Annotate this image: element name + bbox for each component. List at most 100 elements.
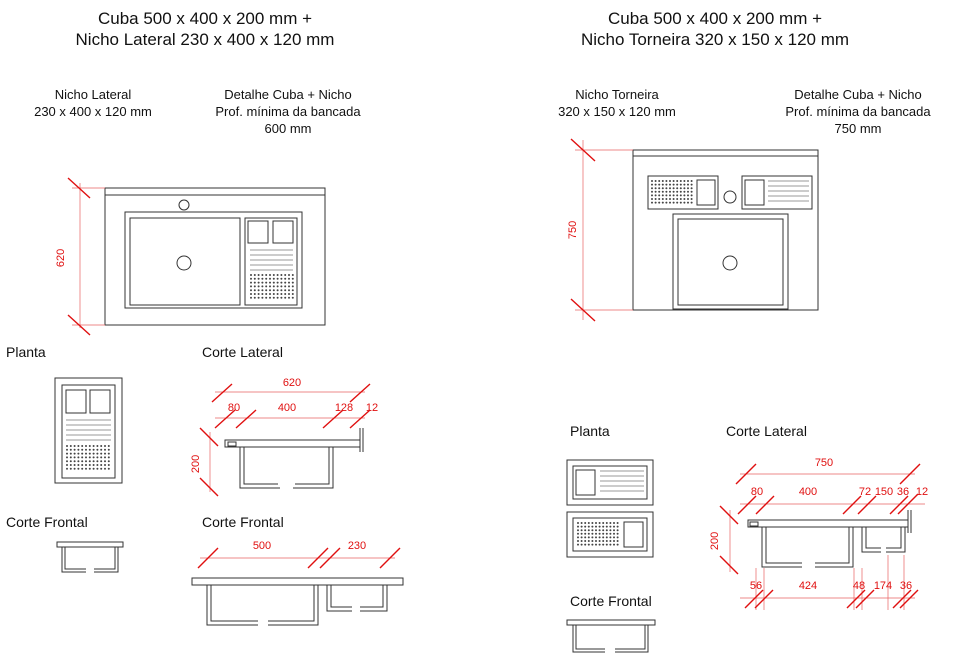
drainer-dot — [73, 456, 76, 459]
drainer-dot — [257, 281, 260, 284]
drainer-dot — [679, 187, 682, 190]
drainer-dot — [92, 460, 95, 463]
drainer-dot — [77, 452, 80, 455]
drainer-dot — [602, 536, 605, 539]
drainer-dot — [269, 296, 271, 299]
dim-12: 12 — [916, 486, 928, 498]
drainer-dot — [276, 296, 279, 299]
drainer-dot — [276, 274, 279, 276]
right-plan-detail: 750 — [567, 138, 819, 322]
drainer-dot — [107, 448, 110, 451]
drainer-dot — [257, 293, 260, 295]
drainer-dot — [602, 540, 605, 542]
drainer-dot — [661, 187, 664, 190]
sink-bowl — [677, 218, 784, 306]
drainer-dot — [291, 281, 294, 284]
drainer-dot — [88, 464, 91, 466]
drainer-dot — [107, 467, 110, 470]
drainer-dot — [77, 448, 80, 451]
drainer-dot — [616, 543, 619, 546]
drainer-dot — [577, 536, 579, 539]
dim-56: 56 — [750, 580, 762, 592]
drainer-dot — [658, 183, 661, 186]
left-frontal-small — [56, 541, 124, 573]
drainer-dot — [257, 274, 260, 276]
drainer-dot — [683, 187, 686, 190]
drainer-dot — [683, 201, 686, 204]
dim-80: 80 — [751, 486, 763, 498]
drainer-dot — [92, 464, 95, 466]
drainer-dot — [605, 543, 608, 546]
drainer-dot — [77, 460, 80, 463]
drainer-dot — [253, 293, 256, 295]
left-detail-depth-label: Prof. mínima da bancada — [215, 104, 361, 119]
drainer-dot — [69, 464, 72, 466]
dim-500: 500 — [253, 540, 271, 552]
drainer-dot — [66, 445, 68, 447]
drainer-dot — [605, 532, 608, 535]
drainer-dot — [104, 464, 106, 466]
drainer-dot — [85, 464, 87, 466]
drainer-dot — [587, 543, 590, 546]
drainer-dot — [577, 540, 579, 542]
drainer-dot — [616, 525, 619, 528]
drainer-dot — [683, 194, 686, 197]
drainer-dot — [577, 529, 579, 532]
drainer-dot — [665, 190, 668, 193]
drainer-dot — [651, 180, 653, 182]
drainer-dot — [88, 452, 91, 455]
drainer-dot — [77, 445, 80, 447]
drainer-dot — [88, 456, 91, 459]
drainer-dot — [669, 183, 671, 186]
drainer-dot — [288, 289, 290, 292]
drainer-dot — [687, 194, 689, 197]
drainer-dot — [669, 180, 671, 182]
drainer-dot — [609, 543, 612, 546]
left-corte-frontal-small-label: Corte Frontal — [6, 514, 88, 530]
drainer-dot — [609, 532, 612, 535]
drainer-dot — [676, 190, 679, 193]
drainer-dot — [261, 281, 264, 284]
drainer-dot — [658, 198, 661, 200]
drainer-dot — [276, 289, 279, 292]
drainer-dot — [654, 190, 657, 193]
drainer-dot — [288, 293, 290, 295]
drainer-dot — [291, 289, 294, 292]
drainer-dot — [92, 456, 95, 459]
niche — [244, 217, 298, 306]
drainer-dot — [257, 296, 260, 299]
drainer-dot — [595, 525, 597, 528]
drainer-dot — [269, 293, 271, 295]
drainer-dot — [85, 445, 87, 447]
right-plan-dim: 750 — [567, 221, 579, 239]
drainer-dot — [253, 285, 256, 288]
drainer-dot — [269, 277, 271, 280]
drainer-dot — [676, 187, 679, 190]
dim-80: 80 — [228, 402, 240, 414]
drainer-dot — [669, 190, 671, 193]
drainer-dot — [250, 285, 252, 288]
faucet-hole-icon — [178, 199, 190, 211]
drainer-dot — [580, 543, 583, 546]
drainer-dot — [265, 277, 268, 280]
drainer-dot — [669, 187, 671, 190]
drainer-dot — [591, 536, 594, 539]
drainer-dot — [658, 190, 661, 193]
drainer-dot — [96, 456, 99, 459]
drainer-dot — [100, 452, 103, 455]
drainer-dot — [280, 293, 283, 295]
left-panel: Cuba 500 x 400 x 200 mm + Nicho Lateral … — [6, 9, 404, 626]
drainer-dot — [580, 532, 583, 535]
drainer-dot — [658, 201, 661, 204]
drainer-dot — [616, 532, 619, 535]
drainer-dot — [100, 464, 103, 466]
drainer-dot — [69, 452, 72, 455]
drainer-dot — [580, 522, 583, 524]
drainer-dot — [661, 198, 664, 200]
drainer-dot — [257, 285, 260, 288]
drainer-dots — [250, 274, 294, 299]
drainer-dot — [100, 445, 103, 447]
drainer-dot — [580, 540, 583, 542]
drainer-dot — [284, 285, 287, 288]
drainer-dot — [679, 194, 682, 197]
